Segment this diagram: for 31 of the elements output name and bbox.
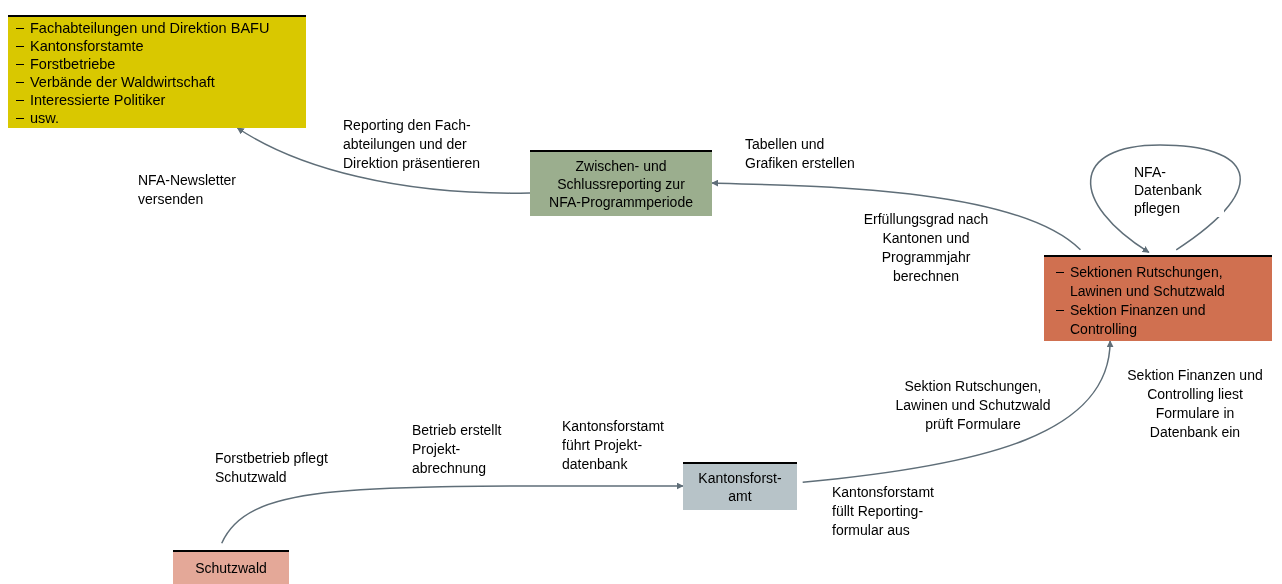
process-box: [173, 550, 289, 584]
annotation-text: NFA-Newsletter versenden: [138, 171, 238, 209]
annotation-text: Sektion Rutschungen, Lawinen und Schutzwald prüft Formulare: [894, 377, 1052, 434]
process-box: [530, 150, 712, 216]
annotation-text: Kantonsforstamt füllt Reporting- formular aus: [832, 483, 935, 540]
process-box: [1044, 255, 1272, 341]
audience-box: [8, 15, 306, 128]
node-label: Schutzwald: [195, 558, 267, 578]
list-item: usw.: [30, 109, 59, 127]
annotation-text: Kantonsforstamt führt Projekt- datenbank: [562, 417, 665, 474]
node-label: Kantonsforst- amt: [697, 469, 783, 505]
list-item: Kantonsforstamte: [30, 37, 144, 55]
list-item: Fachabteilungen und Direktion BAFU: [30, 19, 270, 37]
list-item: Forstbetriebe: [30, 55, 116, 73]
annotation-text: Reporting den Fach- abteilungen und der Direktion präsentieren: [343, 116, 481, 173]
arrow: [236, 127, 531, 194]
process-box: [683, 462, 797, 510]
annotation-text: Sektion Finanzen und Controlling liest Formulare in Datenbank ein: [1126, 366, 1264, 442]
annotation-text: Erfüllungsgrad nach Kantonen und Programmjahr berechnen: [862, 210, 990, 286]
list-item: Sektion Finanzen und Controlling: [1070, 301, 1207, 339]
list-item: Interessierte Politiker: [30, 91, 166, 109]
list-item: Sektionen Rutschungen, Lawinen und Schutzwald: [1070, 263, 1226, 301]
list-item: Verbände der Waldwirtschaft: [30, 73, 215, 91]
node-label: Zwischen- und Schlussreporting zur NFA-Programmperiode: [548, 157, 694, 211]
arrow: [220, 482, 684, 544]
arrow: [801, 340, 1113, 483]
annotation-text: Forstbetrieb pflegt Schutzwald: [215, 449, 329, 487]
arrow: [711, 179, 1082, 251]
arrow: [1089, 144, 1241, 254]
annotation-text: Betrieb erstellt Projekt- abrechnung: [412, 421, 503, 478]
annotation-text: Tabellen und Grafiken erstellen: [745, 135, 856, 173]
